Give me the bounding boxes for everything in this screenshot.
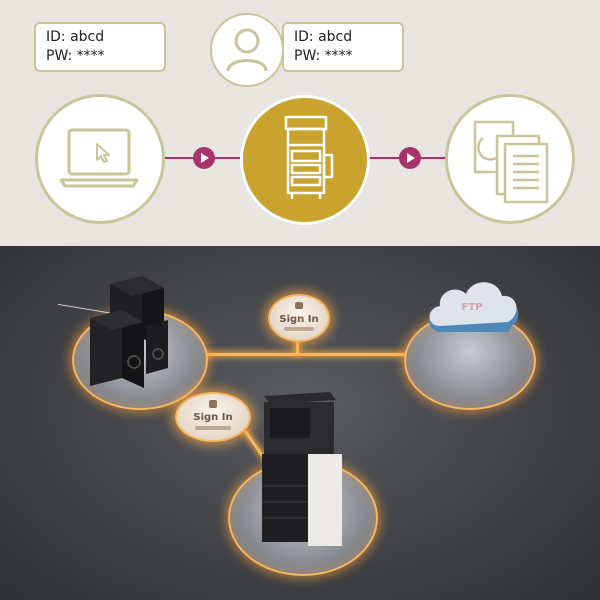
server-icon [58, 276, 168, 388]
sign-in-disc: Sign In [175, 392, 251, 442]
user-node [210, 13, 284, 87]
lock-icon [295, 302, 303, 309]
id-text: ID: abcd [294, 29, 353, 45]
laptop-icon [59, 128, 139, 188]
password-text: PW: **** [46, 48, 105, 64]
mfp-node [240, 95, 370, 225]
play-arrow-icon [399, 147, 421, 169]
password-text: PW: **** [294, 48, 353, 64]
documents-icon [473, 120, 549, 204]
mfp-device-icon [262, 392, 342, 546]
ftp-cloud-icon: FTP [428, 282, 519, 332]
input-bar [195, 426, 231, 430]
play-arrow-icon [193, 147, 215, 169]
auth-flow-panel: ID: abcd PW: **** ID: abcd PW: **** [0, 0, 600, 246]
id-text: ID: abcd [46, 29, 105, 45]
credentials-box: ID: abcd PW: **** [282, 22, 404, 72]
network-scene: Sign In Sign In FTP [0, 246, 600, 600]
sign-in-label: Sign In [193, 412, 233, 423]
input-bar [284, 327, 314, 331]
laptop-node [35, 94, 165, 224]
sign-in-label: Sign In [279, 314, 319, 325]
lock-icon [209, 400, 217, 408]
ftp-label: FTP [462, 302, 483, 313]
sign-in-disc: Sign In [268, 294, 330, 342]
connection-line [196, 353, 436, 356]
credentials-box: ID: abcd PW: **** [34, 22, 166, 72]
mfp-printer-icon [284, 115, 334, 199]
user-icon [226, 28, 268, 72]
documents-node [445, 94, 575, 224]
